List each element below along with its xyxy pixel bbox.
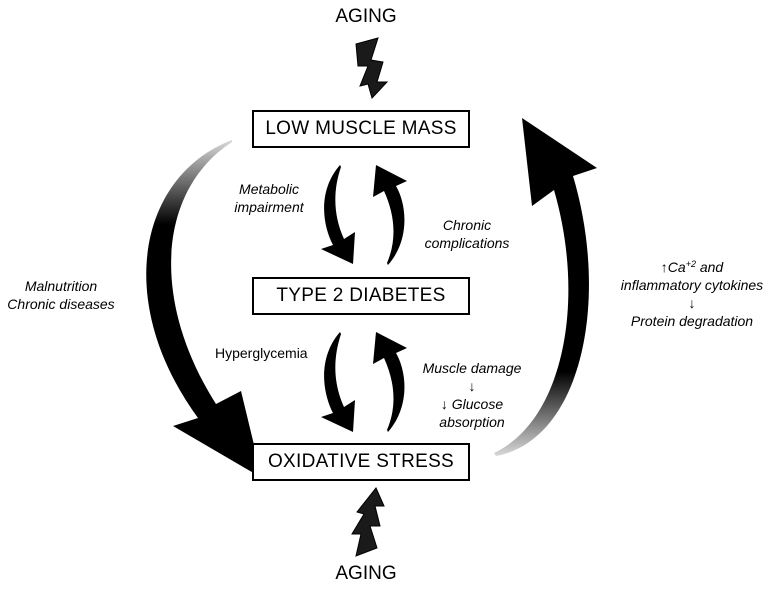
aging-bottom-lightning-icon [351, 487, 385, 557]
glucose-line-2: absorption [439, 414, 505, 430]
glucose-line-1: ↓ Glucose [440, 396, 504, 412]
type2-diabetes-box: TYPE 2 DIABETES [252, 277, 470, 315]
metabolic-down-arrow [321, 165, 355, 264]
aging-top-label: AGING [335, 6, 397, 27]
oxidative-stress-label: OXIDATIVE STRESS [267, 451, 455, 472]
inflammatory-line: inflammatory cytokines [620, 277, 764, 293]
right-big-curved-arrow [494, 118, 597, 456]
aging-bottom-label: AGING [335, 563, 397, 584]
metabolic-line-2: impairment [234, 199, 304, 215]
chronic-line-1: Chronic [442, 217, 492, 233]
chronic-line-2: complications [424, 235, 510, 251]
left-big-curved-arrow [146, 140, 262, 478]
muscle-damage-down-arrow: ↓ [468, 378, 476, 394]
aging-top-lightning-icon [355, 37, 389, 99]
protein-down-arrow: ↓ [688, 295, 696, 311]
muscle-damage-label: Muscle damage ↓ ↓ Glucose absorption [412, 359, 532, 431]
chronic-complications-label: Chronic complications [414, 216, 520, 252]
muscle-damage-line: Muscle damage [422, 360, 522, 376]
type2-diabetes-label: TYPE 2 DIABETES [276, 285, 446, 306]
metabolic-line-1: Metabolic [239, 181, 299, 197]
malnutrition-line: Malnutrition [24, 278, 98, 294]
low-muscle-mass-box: LOW MUSCLE MASS [252, 110, 470, 148]
calcium-line: ↑Ca+2 and [660, 259, 724, 275]
malnutrition-label: Malnutrition Chronic diseases [2, 277, 120, 313]
metabolic-impairment-label: Metabolic impairment [224, 180, 314, 216]
low-muscle-mass-label: LOW MUSCLE MASS [265, 118, 457, 139]
chronic-diseases-line: Chronic diseases [7, 296, 115, 312]
muscle-damage-up-arrow [373, 332, 407, 432]
oxidative-stress-box: OXIDATIVE STRESS [252, 443, 470, 481]
complications-up-arrow [373, 165, 407, 265]
protein-degradation-line: Protein degradation [630, 313, 754, 329]
hyperglycemia-label: Hyperglycemia [215, 345, 308, 361]
hyperglycemia-down-arrow [321, 332, 355, 432]
calcium-cytokines-label: ↑Ca+2 and inflammatory cytokines ↓ Prote… [612, 258, 772, 330]
